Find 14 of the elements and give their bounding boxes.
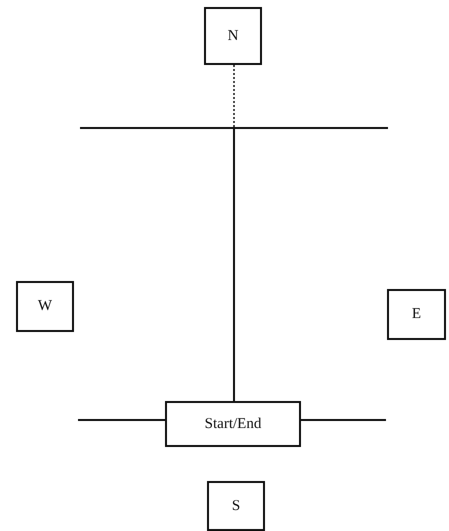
process-box (387, 289, 446, 340)
dotted-line (233, 65, 235, 127)
process-box (165, 401, 301, 447)
process-box (16, 281, 74, 332)
box-label: N (228, 28, 238, 44)
box-label: E (412, 306, 422, 323)
connector-line (233, 129, 235, 401)
box-label: Start/End (204, 416, 262, 432)
box-label: W (38, 298, 52, 315)
process-box (207, 481, 265, 531)
process-box (204, 7, 262, 65)
connector-line (301, 419, 386, 421)
box-label: S (232, 498, 240, 514)
connector-line (78, 419, 165, 421)
